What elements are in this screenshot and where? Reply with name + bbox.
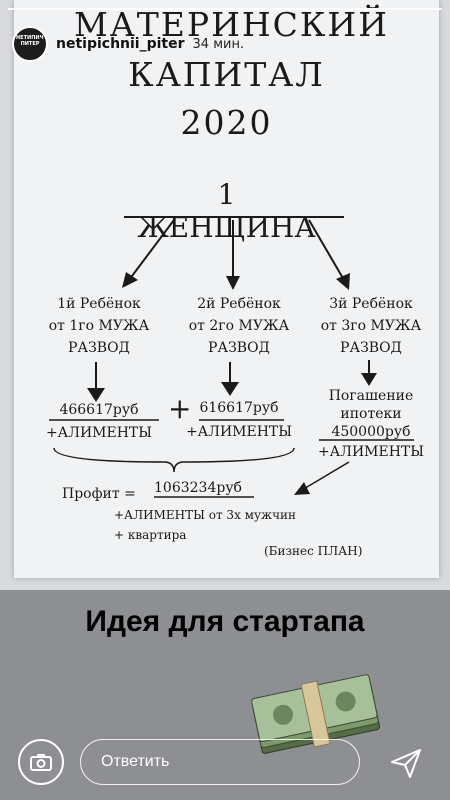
avatar-text: НЕТИПИЧНЫЙ ПИТЕР: [16, 35, 44, 47]
child3-sum: 450000руб: [331, 424, 411, 440]
child1-extra: +АЛИМЕНТЫ: [45, 425, 153, 441]
story-photo: МАТЕРИНСКИЙ КАПИТАЛ 2020 1 ЖЕНЩИНА: [0, 0, 450, 590]
child1-line1: 1й Ребёнок: [57, 296, 141, 312]
money-stack-sticker: [251, 674, 381, 754]
child2-sum: 616617руб: [199, 400, 279, 416]
child2-line1: 2й Ребёнок: [197, 296, 281, 312]
avatar[interactable]: НЕТИПИЧНЫЙ ПИТЕР: [12, 26, 48, 62]
camera-button[interactable]: [18, 739, 64, 785]
child2-extra: +АЛИМЕНТЫ: [185, 424, 293, 440]
child1-line2: от 1го МУЖА: [48, 318, 150, 334]
child2-line3: РАЗВОД: [208, 340, 270, 356]
profit-label: Профит =: [62, 486, 136, 502]
story-caption: Идея для стартапа: [85, 605, 365, 638]
title-line1: МАТЕРИНСКИЙ: [74, 5, 389, 44]
business-plan: (Бизнес ПЛАН): [264, 544, 363, 558]
diagram-lines: [49, 216, 414, 498]
child3-line2: от 3го МУЖА: [320, 318, 422, 334]
story-progress-bar: [8, 8, 442, 10]
child3-mortgage-2: ипотеки: [340, 406, 402, 422]
profit-extra-2: + квартира: [114, 528, 187, 542]
title-year: 2020: [180, 103, 273, 142]
username[interactable]: netipichnii_piter: [56, 36, 185, 52]
reply-input[interactable]: Ответить: [80, 739, 360, 785]
story-progress-fill: [8, 8, 442, 10]
send-icon[interactable]: [390, 747, 422, 779]
profit-extra-1: +АЛИМЕНТЫ от 3х мужчин: [114, 508, 297, 522]
child3-mortgage-1: Погашение: [328, 388, 414, 404]
story-header: НЕТИПИЧНЫЙ ПИТЕР netipichnii_piter 34 ми…: [12, 26, 244, 62]
title-line2: КАПИТАЛ: [128, 55, 325, 94]
plus-sign: +: [168, 392, 192, 425]
profit-value: 1063234руб: [154, 480, 242, 496]
child2-line2: от 2го МУЖА: [188, 318, 290, 334]
child3-line3: РАЗВОД: [340, 340, 402, 356]
child1-sum: 466617руб: [59, 402, 139, 418]
paper-sheet: МАТЕРИНСКИЙ КАПИТАЛ 2020 1 ЖЕНЩИНА: [14, 0, 439, 578]
story-footer: Ответить: [0, 725, 450, 800]
child3-line1: 3й Ребёнок: [329, 296, 413, 312]
child1-line3: РАЗВОД: [68, 340, 130, 356]
child3-extra: +АЛИМЕНТЫ: [317, 444, 425, 460]
post-time: 34 мин.: [192, 36, 245, 52]
camera-icon: [30, 754, 52, 771]
